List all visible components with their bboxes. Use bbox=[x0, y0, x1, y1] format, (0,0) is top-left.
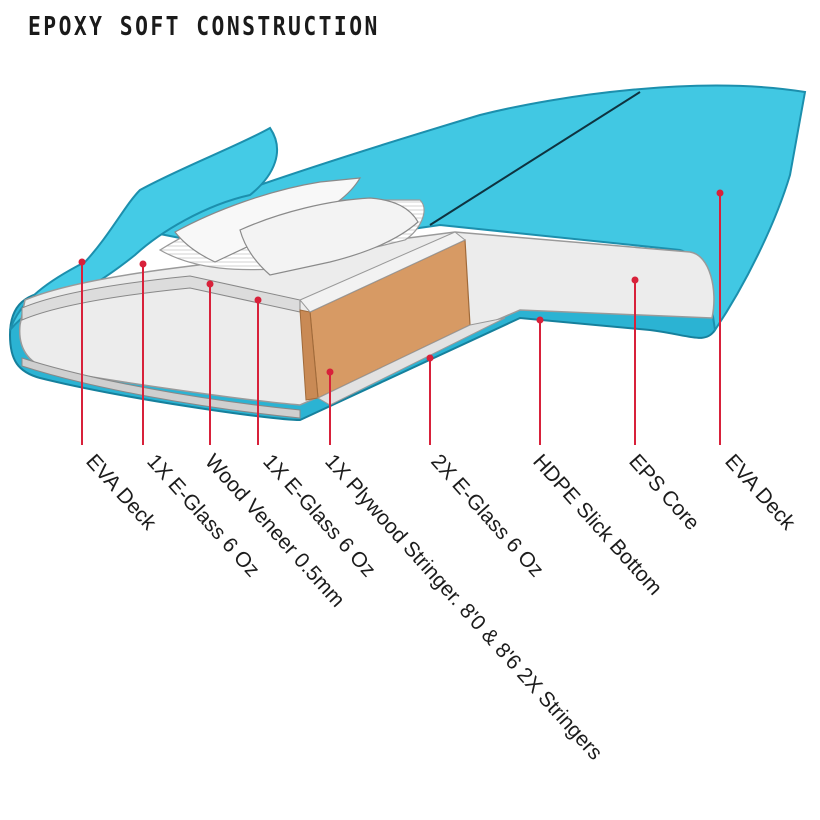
leader-dot-hdpe-bottom bbox=[536, 316, 544, 324]
leader-dot-plywood-stringer bbox=[326, 368, 334, 376]
e-glass-sheet-b bbox=[239, 197, 419, 276]
leader-dot-wood-veneer bbox=[206, 280, 214, 288]
label-e-glass-2x: 2X E-Glass 6 Oz bbox=[426, 450, 548, 582]
diagram-title: EPOXY SOFT CONSTRUCTION bbox=[28, 12, 380, 42]
leader-dot-eps-core bbox=[631, 276, 639, 284]
e-glass-2x-layer bbox=[316, 317, 506, 406]
leader-dot-eva-deck-left bbox=[78, 258, 86, 266]
leader-dot-e-glass-2x bbox=[426, 354, 434, 362]
leader-dot-e-glass-1x-a bbox=[139, 260, 147, 268]
label-eps-core: EPS Core bbox=[624, 450, 704, 535]
label-eva-deck-right: EVA Deck bbox=[720, 450, 800, 535]
leader-dot-eva-deck-right bbox=[716, 189, 724, 197]
leader-lines bbox=[78, 189, 724, 445]
leader-dot-e-glass-1x-b bbox=[254, 296, 262, 304]
